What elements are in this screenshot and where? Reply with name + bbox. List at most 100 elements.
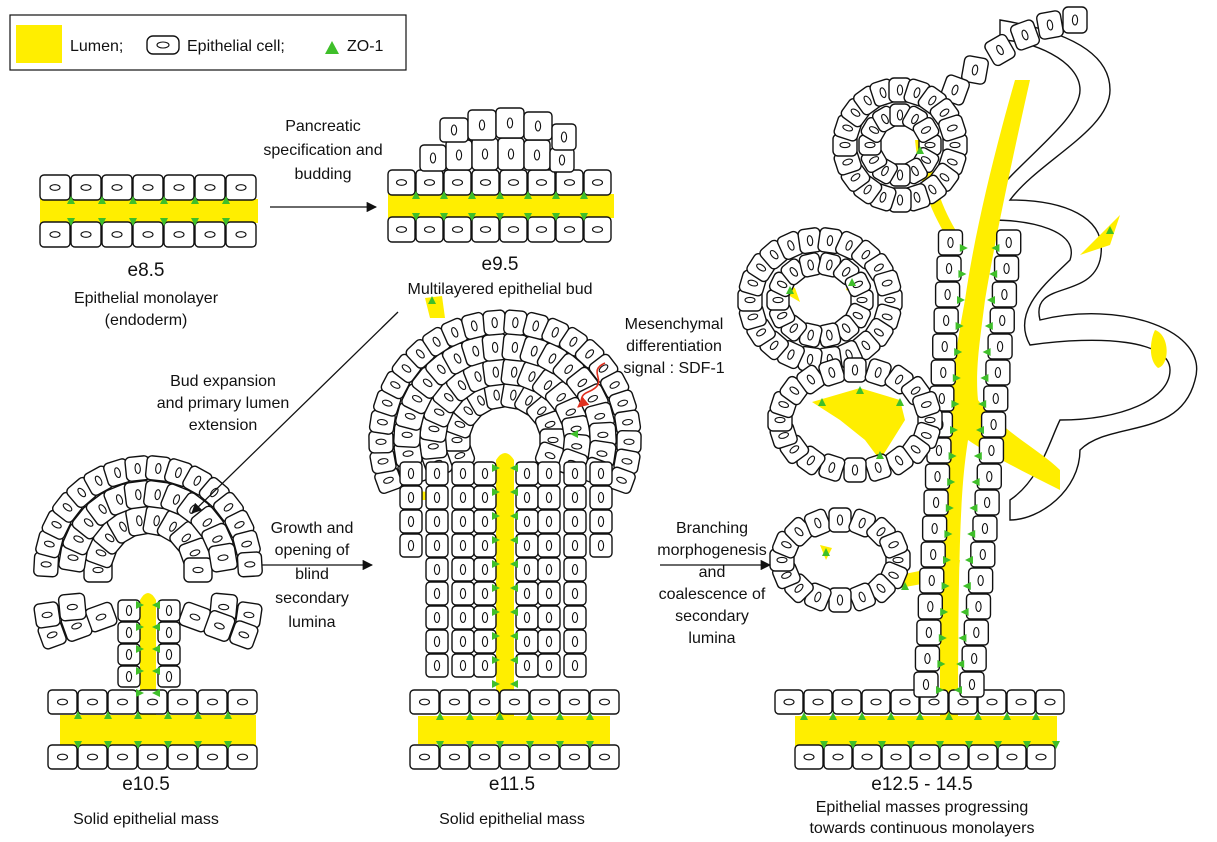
- cell-nucleus: [143, 232, 153, 238]
- label-growth-line-2: opening of: [275, 542, 350, 559]
- cell-nucleus: [408, 493, 413, 503]
- cell-nucleus: [897, 85, 902, 95]
- cell-nucleus: [397, 227, 407, 233]
- cell-nucleus: [507, 118, 512, 128]
- cell-nucleus: [58, 699, 68, 705]
- cell-nucleus: [1036, 754, 1046, 760]
- cell-nucleus: [50, 185, 60, 191]
- label-branching-line-3: and: [699, 564, 726, 581]
- cell-nucleus: [920, 754, 930, 760]
- cell-nucleus: [885, 297, 895, 302]
- zo1-marker: [987, 296, 995, 304]
- label-signal-line-1: Mesenchymal: [625, 316, 724, 333]
- cell-nucleus: [945, 290, 950, 300]
- cell-nucleus: [480, 699, 490, 705]
- legend-lumen-swatch: [16, 25, 62, 63]
- stage-e9-5-caption-1: Multilayered epithelial bud: [408, 281, 593, 298]
- cell-nucleus: [482, 637, 487, 647]
- cell-nucleus: [481, 180, 491, 186]
- label-budding-line-3: budding: [295, 166, 352, 183]
- cell-nucleus: [852, 465, 857, 475]
- stage-e8-5-name: e8.5: [128, 260, 165, 281]
- cell-nucleus: [460, 565, 465, 575]
- cell-nucleus: [537, 227, 547, 233]
- cell-nucleus: [425, 180, 435, 186]
- cell-nucleus: [166, 606, 171, 616]
- cell-nucleus: [456, 150, 461, 160]
- cell-nucleus: [546, 637, 551, 647]
- stage-e12-5-illustration: [738, 7, 1197, 769]
- epithelial-cell-group: [33, 601, 60, 628]
- cell-nucleus: [434, 469, 439, 479]
- cell-nucleus: [925, 417, 935, 422]
- label-budding-line-2: specification and: [263, 142, 382, 159]
- cell-nucleus: [482, 541, 487, 551]
- cell-nucleus: [481, 227, 491, 233]
- cell-nucleus: [862, 754, 872, 760]
- cell-nucleus: [460, 637, 465, 647]
- epithelial-cell-group: [1036, 10, 1064, 40]
- label-bud-expansion-line-1: Bud expansion: [170, 373, 276, 390]
- zo1-marker: [980, 374, 988, 382]
- cell-nucleus: [479, 120, 484, 130]
- cell-nucleus: [143, 185, 153, 191]
- cell-nucleus: [833, 754, 843, 760]
- cell-nucleus: [923, 680, 928, 690]
- epithelial-cell-group: [829, 588, 851, 612]
- stage-e12-5-caption-1: Epithelial masses progressing: [816, 799, 1029, 816]
- cell-nucleus: [509, 180, 519, 186]
- legend-cell-label: Epithelial cell;: [187, 38, 285, 55]
- stage-label-e10-5: e10.5 Solid epithelial mass: [73, 774, 219, 828]
- stage-label-e8-5: e8.5 Epithelial monolayer (endoderm): [74, 260, 219, 329]
- cell-nucleus: [941, 368, 946, 378]
- cell-nucleus: [178, 699, 188, 705]
- secondary-lumen: [425, 296, 445, 318]
- cell-nucleus: [897, 170, 902, 180]
- stage-e12-5-caption-2: towards continuous monolayers: [809, 820, 1034, 837]
- cell-nucleus: [935, 472, 940, 482]
- zo1-marker: [985, 322, 993, 330]
- cell-nucleus: [570, 754, 580, 760]
- legend: Lumen; Epithelial cell; ZO-1: [10, 15, 406, 70]
- cell-nucleus: [987, 472, 992, 482]
- cell-nucleus: [450, 754, 460, 760]
- stage-e11-5-name: e11.5: [489, 774, 535, 795]
- cell-nucleus: [166, 672, 171, 682]
- cell-nucleus: [893, 557, 903, 562]
- lumen: [795, 716, 1057, 746]
- legend-nucleus-icon: [157, 42, 169, 48]
- cell-nucleus: [540, 699, 550, 705]
- cell-nucleus: [408, 517, 413, 527]
- cell-nucleus: [126, 650, 131, 660]
- cell-nucleus: [50, 232, 60, 238]
- cell-nucleus: [434, 637, 439, 647]
- cell-nucleus: [871, 699, 881, 705]
- label-growth-line-5: lumina: [288, 614, 335, 631]
- cell-nucleus: [524, 565, 529, 575]
- stage-e10-5-caption-1: Solid epithelial mass: [73, 811, 219, 828]
- cell-nucleus: [408, 469, 413, 479]
- cell-nucleus: [453, 227, 463, 233]
- cell-nucleus: [118, 754, 128, 760]
- cell-nucleus: [434, 517, 439, 527]
- cell-nucleus: [932, 524, 937, 534]
- cell-nucleus: [126, 606, 131, 616]
- cell-nucleus: [408, 541, 413, 551]
- cell-nucleus: [67, 604, 77, 610]
- cell-nucleus: [376, 439, 386, 444]
- cell-nucleus: [482, 149, 487, 159]
- cell-nucleus: [929, 576, 934, 586]
- cell-nucleus: [434, 541, 439, 551]
- cell-nucleus: [978, 576, 983, 586]
- cell-nucleus: [178, 754, 188, 760]
- cell-nucleus: [509, 227, 519, 233]
- cell-nucleus: [1000, 316, 1005, 326]
- cell-nucleus: [453, 180, 463, 186]
- cell-nucleus: [425, 227, 435, 233]
- cell-nucleus: [942, 342, 947, 352]
- stage-e10-5-name: e10.5: [122, 774, 170, 795]
- stage-label-e12-5: e12.5 - 14.5 Epithelial masses progressi…: [809, 774, 1034, 837]
- stage-e10-5-illustration: [33, 455, 262, 769]
- cell-nucleus: [852, 365, 857, 375]
- cell-nucleus: [460, 541, 465, 551]
